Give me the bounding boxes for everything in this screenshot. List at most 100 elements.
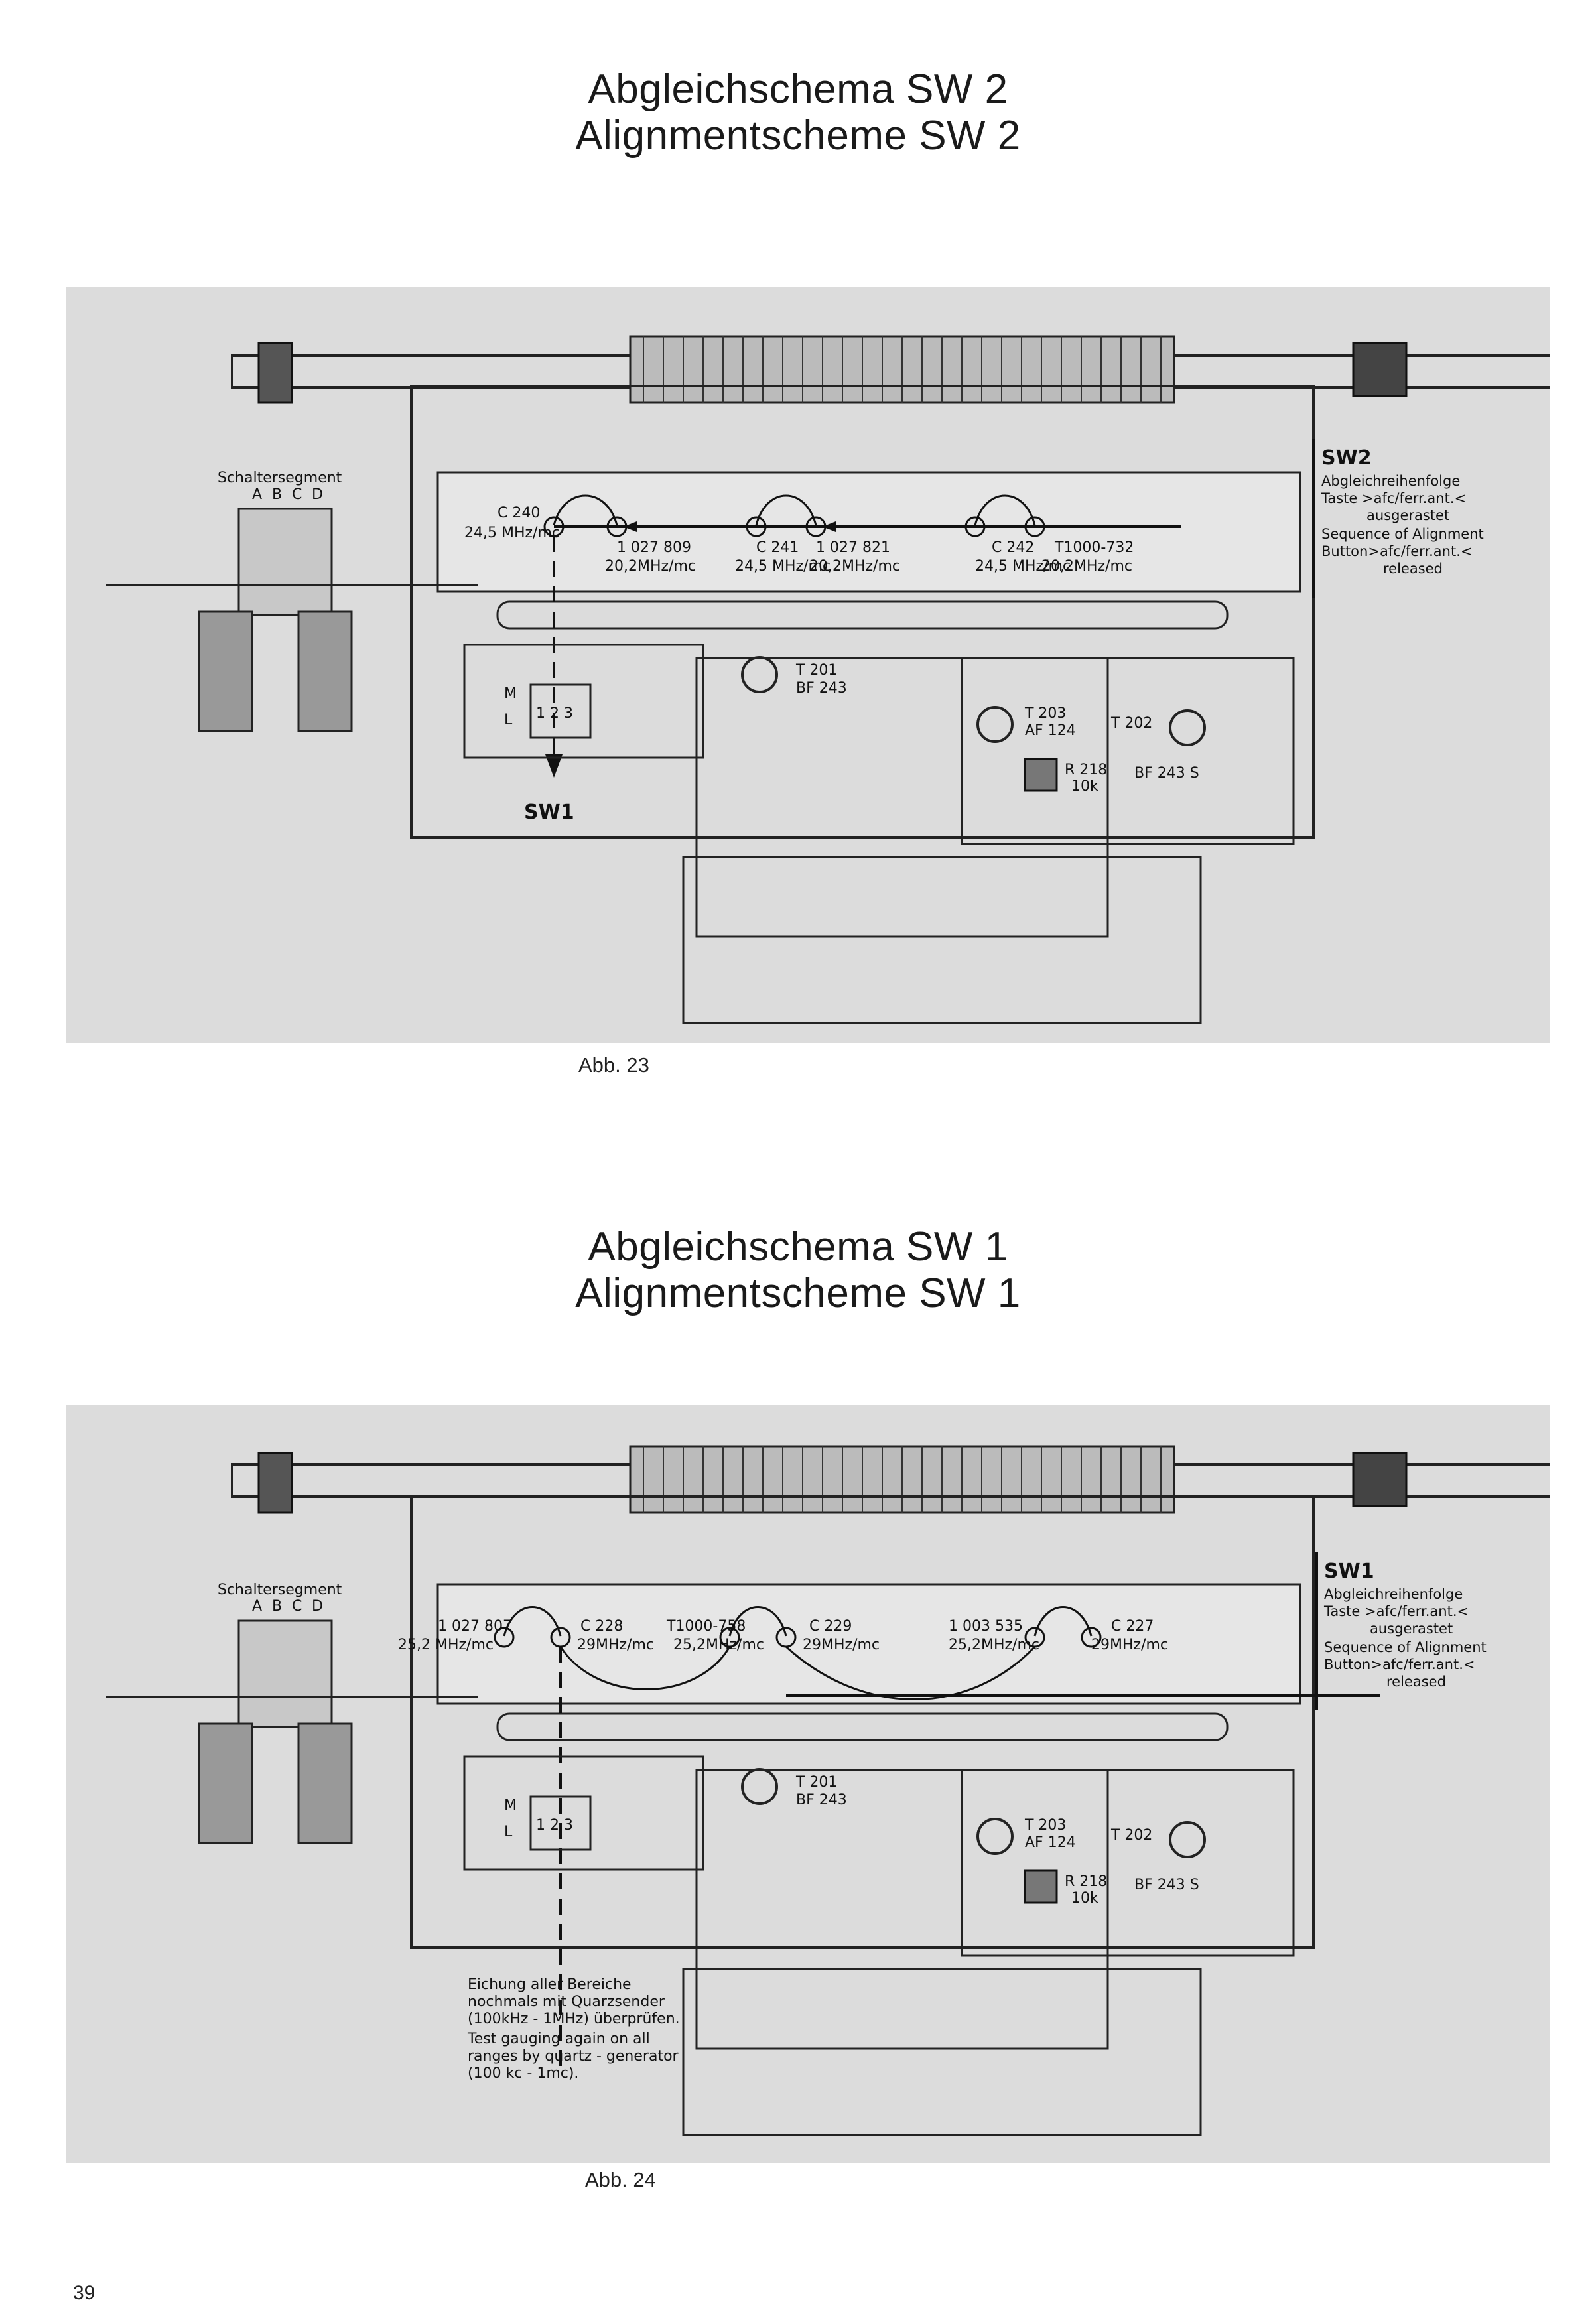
c240-name: C 240 xyxy=(498,505,540,521)
t201-circle xyxy=(741,1768,778,1805)
t203-label: T 203 xyxy=(1024,1817,1066,1834)
sequence-cross-1 xyxy=(559,1646,731,1690)
sequence-arc-2 xyxy=(755,494,817,526)
c242-name: C 242 xyxy=(992,539,1034,556)
coil-1027809-freq: 20,2MHz/mc xyxy=(605,558,696,575)
r218-label: R 218 xyxy=(1065,1873,1107,1890)
note-line-6: (100 kc - 1mc). xyxy=(468,2065,578,2082)
segment-letter-c: C xyxy=(292,486,302,503)
legend-line-3: ausgerastet xyxy=(1366,508,1449,523)
c241-name: C 241 xyxy=(756,539,799,556)
title-de: Abgleichschema SW 1 xyxy=(588,1224,1008,1270)
c240-freq: 24,5 MHz/mc xyxy=(464,525,560,541)
switch-block xyxy=(463,1755,704,1871)
t201-label: T 201 xyxy=(795,1774,837,1791)
segment-letter-a: A xyxy=(252,486,262,503)
t203-circle xyxy=(976,706,1014,743)
alignment-diagram-sw1: Schaltersegment A B C D 1 027 807 25,2 M… xyxy=(106,1445,1550,2136)
page-number: 39 xyxy=(73,2282,96,2304)
switch-nums: 1 2 3 xyxy=(536,1817,573,1834)
coil-1027821-freq: 20,2MHz/mc xyxy=(809,558,900,575)
slot-bar xyxy=(496,600,1229,630)
t201-circle xyxy=(741,656,778,693)
coil-strip xyxy=(436,471,1301,593)
title-en: Alignmentscheme SW 1 xyxy=(575,1270,1021,1316)
shaft-coupling-right xyxy=(1352,1452,1408,1507)
segment-letter-a: A xyxy=(252,1598,262,1615)
switch-post-right xyxy=(297,1722,353,1844)
bf243-label: BF 243 xyxy=(796,680,847,697)
af124-label: AF 124 xyxy=(1025,1834,1076,1851)
sequence-arc-1 xyxy=(503,1606,562,1637)
bf243-label: BF 243 xyxy=(796,1792,847,1808)
t203-label: T 203 xyxy=(1024,705,1066,722)
segment-letter-c: C xyxy=(292,1598,302,1615)
t1000-732-freq: 20,2MHz/mc xyxy=(1041,558,1132,575)
sequence-arrow-1 xyxy=(823,521,836,532)
trimmer-c227 xyxy=(1081,1627,1102,1648)
coil-1027807-name: 1 027 807 xyxy=(438,1618,512,1635)
bf243s-label: BF 243 S xyxy=(1134,1877,1199,1893)
shaft-coupling-left xyxy=(257,342,293,404)
legend-line-4: Sequence of Alignment xyxy=(1324,1639,1487,1655)
sequence-cross-2 xyxy=(785,1645,1036,1700)
legend-line-5: Button>afc/ferr.ant.< xyxy=(1321,543,1472,559)
figure-abb23: Schaltersegment A B C D C 240 24,5 MHz/m… xyxy=(66,287,1550,1043)
t1000-758-name: T1000-758 xyxy=(666,1618,746,1635)
chassis-frame xyxy=(410,1495,1315,1949)
legend-line-6: released xyxy=(1383,561,1443,577)
title-de: Abgleichschema SW 2 xyxy=(588,66,1008,112)
coil-1027821-name: 1 027 821 xyxy=(816,539,890,556)
coil-1003535-name: 1 003 535 xyxy=(949,1618,1023,1635)
figure-abb24: Schaltersegment A B C D 1 027 807 25,2 M… xyxy=(66,1405,1550,2163)
r218-value: 10k xyxy=(1071,778,1098,795)
coil-1027809-name: 1 027 809 xyxy=(617,539,691,556)
segment-label: Schaltersegment xyxy=(218,1582,342,1598)
mode-switch xyxy=(529,683,592,739)
title-sw1: Abgleichschema SW 1 Alignmentscheme SW 1 xyxy=(0,1224,1596,1317)
switch-block xyxy=(463,644,704,759)
note-line-5: ranges by quartz - generator xyxy=(468,2048,679,2065)
segment-label: Schaltersegment xyxy=(218,470,342,486)
legend-line-3: ausgerastet xyxy=(1370,1621,1453,1637)
switch-m: M xyxy=(504,685,517,702)
t201-label: T 201 xyxy=(795,662,837,679)
sequence-arc-2 xyxy=(728,1606,787,1637)
r218-pot xyxy=(1024,758,1058,792)
coil-1027807 xyxy=(494,1627,515,1648)
coil-1027807-freq: 25,2 MHz/mc xyxy=(398,1637,494,1653)
r218-pot xyxy=(1024,1869,1058,1904)
segment-letter-d: D xyxy=(312,486,323,503)
legend-line-6: released xyxy=(1386,1674,1446,1690)
switch-post-left xyxy=(198,610,253,732)
r218-value: 10k xyxy=(1071,1890,1098,1907)
segment-letter-b: B xyxy=(272,1598,282,1615)
coil-1003535-freq: 25,2MHz/mc xyxy=(949,1637,1039,1653)
legend-line-1: Abgleichreihenfolge xyxy=(1324,1586,1463,1602)
note-line-2: nochmals mit Quarzsender xyxy=(468,1994,665,2010)
switch-nums: 1 2 3 xyxy=(536,705,573,722)
t1000-758-freq: 25,2MHz/mc xyxy=(673,1637,764,1653)
title-en: Alignmentscheme SW 2 xyxy=(575,113,1021,159)
t202-label: T 202 xyxy=(1110,1827,1152,1844)
note-line-3: (100kHz - 1MHz) überprüfen. xyxy=(468,2011,680,2027)
switch-l: L xyxy=(504,712,513,728)
segment-letter-d: D xyxy=(312,1598,323,1615)
t1000-732-name: T1000-732 xyxy=(1054,539,1134,556)
legend-line-5: Button>afc/ferr.ant.< xyxy=(1324,1657,1475,1672)
chassis-frame xyxy=(410,385,1315,839)
if-board-right xyxy=(961,657,1295,845)
if-board-right xyxy=(961,1769,1295,1957)
base-plate xyxy=(682,1968,1202,2136)
alignment-diagram-sw2: Schaltersegment A B C D C 240 24,5 MHz/m… xyxy=(106,335,1550,1024)
switch-post-left xyxy=(198,1722,253,1844)
legend-line-2: Taste >afc/ferr.ant.< xyxy=(1321,490,1466,506)
sequence-arrow-2 xyxy=(624,521,637,532)
c229-name: C 229 xyxy=(809,1618,852,1635)
base-plate xyxy=(682,856,1202,1024)
segment-letter-b: B xyxy=(272,486,282,503)
bf243s-label: BF 243 S xyxy=(1134,765,1199,781)
c229-freq: 29MHz/mc xyxy=(803,1637,880,1653)
legend-title: SW2 xyxy=(1321,446,1372,470)
c228-name: C 228 xyxy=(580,1618,623,1635)
